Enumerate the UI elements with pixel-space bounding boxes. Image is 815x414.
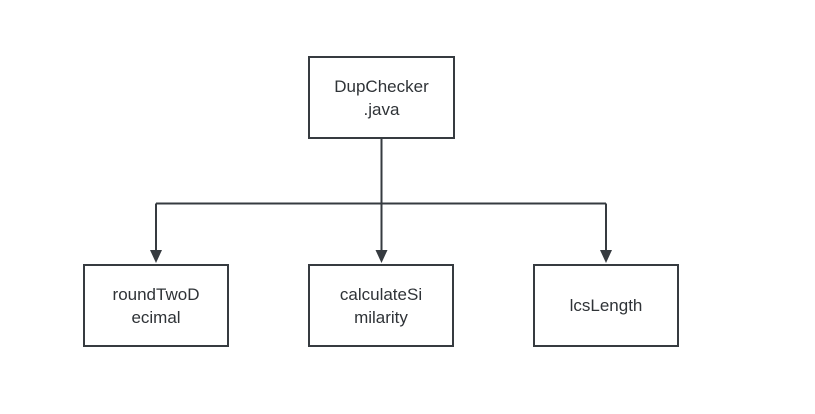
node-label-line: milarity — [354, 307, 408, 327]
arrow-down-icon — [600, 250, 612, 263]
node-calculatesimilarity[interactable]: calculateSi milarity — [308, 264, 454, 347]
node-label-line: lcsLength — [569, 296, 643, 315]
node-dupchecker-java[interactable]: DupChecker .java — [308, 56, 455, 139]
node-label-line: .java — [363, 99, 400, 119]
arrow-down-icon — [375, 250, 388, 263]
node-roundtwodecimal[interactable]: roundTwoD ecimal — [83, 264, 229, 347]
node-label-line: DupChecker — [334, 76, 429, 96]
node-lcslength[interactable]: lcsLength — [533, 264, 679, 347]
node-label-line: ecimal — [131, 307, 181, 327]
node-label-line: roundTwoD — [112, 284, 200, 304]
arrow-down-icon — [150, 250, 162, 263]
node-label-line: calculateSi — [339, 284, 423, 304]
